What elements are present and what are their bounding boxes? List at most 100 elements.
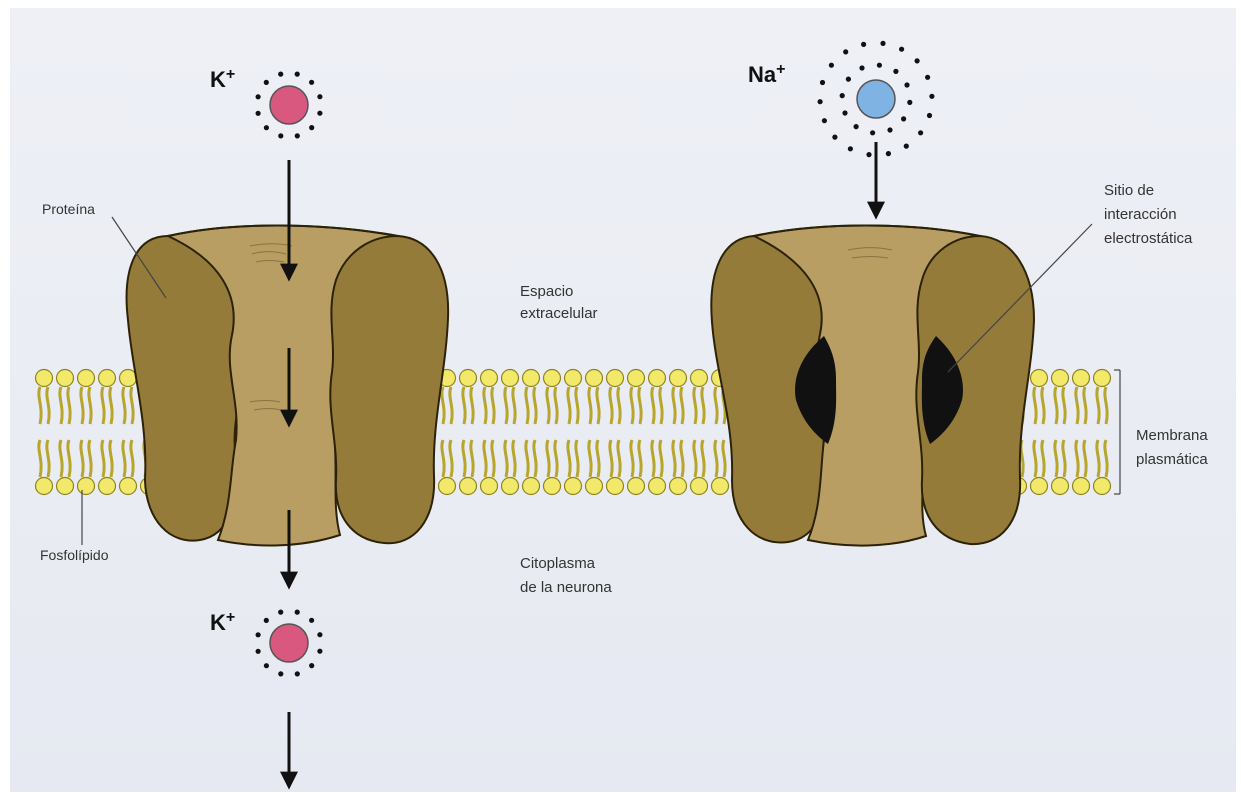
lipid-head [120, 478, 137, 495]
membrane-label-line1: Membrana [1136, 427, 1208, 444]
charge-dot [317, 649, 322, 654]
binding-site-label-line2: interacción [1104, 206, 1177, 223]
charge-dot [256, 94, 261, 99]
lipid-head [1073, 478, 1090, 495]
charge-dot [264, 663, 269, 668]
lipid-head [1094, 478, 1111, 495]
lipid-head [57, 370, 74, 387]
lipid-head [523, 478, 540, 495]
lipid-head [481, 478, 498, 495]
lipid-head [99, 478, 116, 495]
potassium-channel-right-wall [330, 236, 448, 543]
charge-dot [264, 125, 269, 130]
charge-dot [870, 130, 875, 135]
charge-dot [309, 80, 314, 85]
sodium-channel [711, 226, 1034, 546]
lipid-head [523, 370, 540, 387]
charge-dot [893, 69, 898, 74]
charge-dot [317, 94, 322, 99]
lipid-head [502, 370, 519, 387]
potassium-channel [127, 226, 449, 546]
charge-dot [309, 125, 314, 130]
charge-dot [927, 113, 932, 118]
charge-dot [886, 151, 891, 156]
lipid-head [78, 478, 95, 495]
charge-dot [278, 610, 283, 615]
protein-label: Proteína [42, 201, 95, 217]
charge-dot [899, 47, 904, 52]
charge-dot [843, 49, 848, 54]
lipid-head [607, 478, 624, 495]
lipid-head [691, 370, 708, 387]
binding-site-label-line3: electrostática [1104, 230, 1193, 247]
lipid-head [1052, 478, 1069, 495]
lipid-head [120, 370, 137, 387]
lipid-head [691, 478, 708, 495]
charge-dot [264, 618, 269, 623]
charge-dot [861, 42, 866, 47]
charge-dot [904, 144, 909, 149]
lipid-head [460, 370, 477, 387]
lipid-head [607, 370, 624, 387]
lipid-head [1052, 370, 1069, 387]
lipid-head [439, 478, 456, 495]
charge-dot [317, 111, 322, 116]
charge-dot [295, 610, 300, 615]
lipid-head [36, 478, 53, 495]
charge-dot [840, 93, 845, 98]
lipid-head [586, 478, 603, 495]
charge-dot [829, 63, 834, 68]
charge-dot [901, 116, 906, 121]
charge-dot [915, 58, 920, 63]
charge-dot [256, 632, 261, 637]
lipid-head [712, 478, 729, 495]
cytoplasm-label-line2: de la neurona [520, 579, 612, 596]
charge-dot [848, 146, 853, 151]
lipid-head [1094, 370, 1111, 387]
charge-dot [818, 99, 823, 104]
phospholipid-label: Fosfolípido [40, 547, 109, 563]
charge-dot [842, 110, 847, 115]
charge-dot [918, 130, 923, 135]
membrane-label-line2: plasmática [1136, 451, 1208, 468]
lipid-head [649, 478, 666, 495]
charge-dot [854, 124, 859, 129]
lipid-head [99, 370, 116, 387]
charge-dot [846, 77, 851, 82]
charge-dot [295, 72, 300, 77]
charge-dot [866, 152, 871, 157]
charge-dot [822, 118, 827, 123]
charge-dot [278, 72, 283, 77]
charge-dot [264, 80, 269, 85]
lipid-head [565, 370, 582, 387]
binding-site-label-line1: Sitio de [1104, 182, 1154, 199]
cytoplasm-label-line1: Citoplasma [520, 555, 596, 572]
charge-dot [877, 63, 882, 68]
charge-dot [859, 65, 864, 70]
charge-dot [278, 133, 283, 138]
charge-dot [278, 671, 283, 676]
charge-dot [317, 632, 322, 637]
lipid-head [1073, 370, 1090, 387]
extracellular-label-line2: extracelular [520, 305, 598, 322]
lipid-head [1031, 478, 1048, 495]
charge-dot [887, 127, 892, 132]
charge-dot [832, 135, 837, 140]
charge-dot [256, 111, 261, 116]
lipid-head [544, 478, 561, 495]
lipid-head [586, 370, 603, 387]
lipid-head [649, 370, 666, 387]
lipid-head [628, 370, 645, 387]
lipid-head [36, 370, 53, 387]
charge-dot [820, 80, 825, 85]
lipid-head [57, 478, 74, 495]
charge-dot [256, 649, 261, 654]
lipid-head [78, 370, 95, 387]
lipid-head [670, 478, 687, 495]
extracellular-label-line1: Espacio [520, 283, 573, 300]
lipid-head [460, 478, 477, 495]
charge-dot [309, 618, 314, 623]
charge-dot [880, 41, 885, 46]
charge-dot [295, 133, 300, 138]
